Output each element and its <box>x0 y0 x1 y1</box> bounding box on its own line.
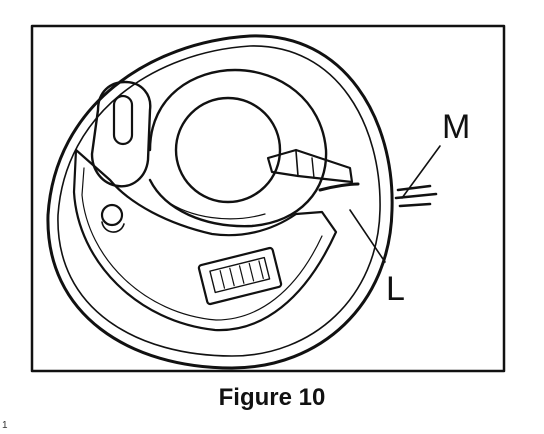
keyhole-slot <box>112 94 134 146</box>
housing-outer-ring <box>46 34 394 370</box>
pump-cylinder <box>174 96 282 204</box>
leader-line-l <box>349 209 386 263</box>
stud-post <box>100 203 124 227</box>
stud-base <box>101 221 125 233</box>
electrical-plug <box>197 246 283 306</box>
pump-ring-highlight <box>164 199 266 220</box>
terminal-divider <box>295 150 299 177</box>
terminal-connector <box>266 148 354 184</box>
callout-label-m: M <box>442 108 470 146</box>
base-plate-inner-edge <box>81 167 323 321</box>
housing-inner-ring <box>57 45 381 357</box>
plug-pins <box>219 260 264 289</box>
keyhole-mount <box>90 80 152 188</box>
base-plate-outline <box>72 148 338 332</box>
leader-line-m <box>401 145 441 199</box>
frame-border <box>30 24 506 373</box>
figure-caption: Figure 10 <box>218 384 326 411</box>
wire-lead <box>318 182 360 192</box>
callout-label-l: L <box>386 270 405 308</box>
pump-body-shoulder <box>148 68 328 228</box>
electrical-plug-inner <box>209 256 271 294</box>
terminal-divider-2 <box>311 157 315 179</box>
flow-marks <box>394 184 438 208</box>
corner-mark: 1 <box>2 420 8 431</box>
